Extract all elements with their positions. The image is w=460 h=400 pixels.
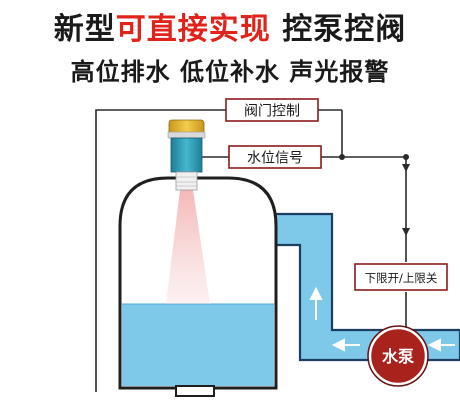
headline-accent: 可直接实现 <box>115 12 271 47</box>
arrow-down-icon <box>402 164 410 172</box>
arrow-down-icon <box>402 228 410 236</box>
tank-outlet <box>175 385 215 397</box>
headline-line-2: 高位排水 低位补水 声光报警 <box>70 58 390 86</box>
level-signal-text: 水位信号 <box>247 151 303 167</box>
headline-part-1: 新型 <box>53 12 116 47</box>
level-sensor-icon <box>167 119 206 191</box>
ultrasonic-beam <box>166 190 210 304</box>
tank-water <box>122 304 274 386</box>
limit-switch-text: 下限开/上限关 <box>365 271 438 285</box>
headline-part-2: 控泵控阀 <box>270 12 407 47</box>
pump-icon: 水泵 <box>367 325 429 387</box>
junction-dot <box>403 154 409 160</box>
junction-dot <box>339 154 345 160</box>
headline-line-1: 新型可直接实现 控泵控阀 <box>0 4 460 48</box>
limit-switch-label: 下限开/上限关 <box>354 263 448 291</box>
level-signal-label: 水位信号 <box>228 145 322 169</box>
pipe-flow-arrows <box>309 286 455 352</box>
pump-text: 水泵 <box>382 347 414 366</box>
valve-control-text: 阀门控制 <box>244 104 300 120</box>
valve-control-label: 阀门控制 <box>225 98 319 122</box>
